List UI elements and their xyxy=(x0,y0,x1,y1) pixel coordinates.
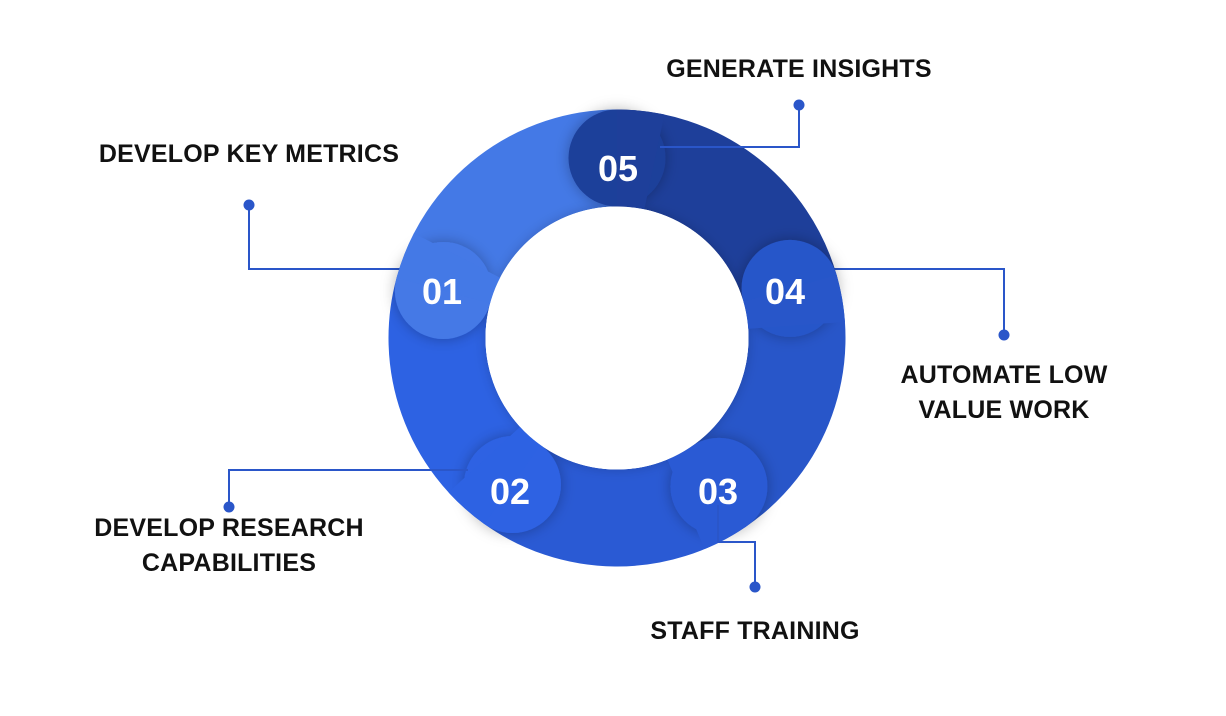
connector-02 xyxy=(223,469,468,513)
step-label-01: DEVELOP KEY METRICS xyxy=(99,137,399,172)
connector-dot-05 xyxy=(793,99,805,111)
connector-dot-01 xyxy=(243,199,255,211)
ring-center-cover xyxy=(485,206,749,470)
step-label-02-line-2: CAPABILITIES xyxy=(141,549,317,577)
step-label-02-line-1: DEVELOP RESEARCH xyxy=(94,514,364,542)
connector-overlay xyxy=(223,99,805,593)
step-number-01: 01 xyxy=(422,271,462,312)
connector-line-03 xyxy=(717,505,756,587)
connector-line-01 xyxy=(248,205,400,270)
step-label-04-line-2: VALUE WORK xyxy=(918,396,1090,424)
step-cap-02 xyxy=(448,425,561,534)
step-label-05-line-1: GENERATE INSIGHTS xyxy=(666,55,932,83)
connectors xyxy=(243,199,1010,341)
step-cap-03 xyxy=(666,437,768,550)
connector-dot-04 xyxy=(998,329,1010,341)
step-label-04: AUTOMATE LOW VALUE WORK xyxy=(900,358,1107,428)
step-label-04-line-1: AUTOMATE LOW xyxy=(900,361,1108,389)
step-cap-01 xyxy=(394,233,501,340)
step-label-03: STAFF TRAINING xyxy=(650,614,859,649)
step-number-05: 05 xyxy=(598,148,638,189)
step-label-03-line-1: STAFF TRAINING xyxy=(650,617,860,645)
step-numbers: 01 02 03 04 05 xyxy=(422,148,805,512)
connector-line-05 xyxy=(660,105,800,148)
step-label-01-line-1: DEVELOP KEY METRICS xyxy=(98,140,400,168)
step-number-04: 04 xyxy=(765,271,805,312)
step-label-05: GENERATE INSIGHTS xyxy=(666,52,931,87)
connector-dot-03 xyxy=(749,581,761,593)
connector-dot-02 xyxy=(223,501,235,513)
connector-03 xyxy=(717,505,761,593)
connector-04 xyxy=(828,268,1010,341)
connector-line-02 xyxy=(228,469,468,507)
step-label-02: DEVELOP RESEARCH CAPABILITIES xyxy=(94,511,363,581)
step-caps xyxy=(394,109,845,550)
step-number-02: 02 xyxy=(490,471,530,512)
connector-line-04 xyxy=(828,268,1005,335)
connector-05 xyxy=(660,99,805,148)
connector-01 xyxy=(243,199,400,270)
step-cap-05 xyxy=(568,109,666,210)
step-cap-04 xyxy=(741,239,845,337)
